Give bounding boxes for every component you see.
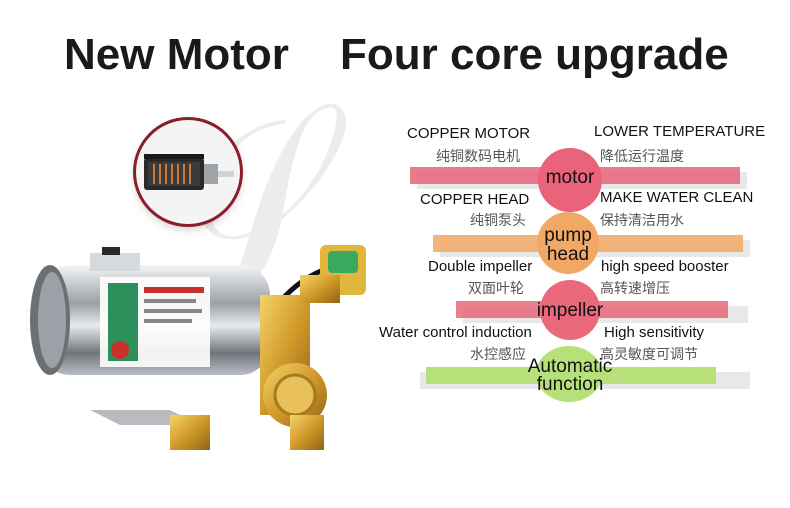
center-label-motor: motor [545, 167, 595, 188]
circle-impeller [540, 280, 600, 340]
title-four-core-upgrade: Four core upgrade [340, 30, 729, 79]
feature-en-right: LOWER TEMPERATURE [594, 123, 766, 140]
feature-en-left: Double impeller [428, 258, 533, 275]
feature-cn-left: 纯铜泵头 [470, 213, 526, 229]
feature-cn-right: 降低运行温度 [600, 149, 684, 165]
feature-cn-right: 保持清洁用水 [600, 213, 684, 229]
center-label-head: head [546, 244, 590, 265]
feature-cn-left: 双面叶轮 [468, 281, 524, 297]
circle-motor [538, 148, 602, 212]
center-label-automatic: Automatic [527, 356, 613, 377]
feature-en-left: COPPER HEAD [420, 191, 530, 208]
feature-en-left: COPPER MOTOR [407, 125, 531, 142]
circle-pump-head [537, 212, 599, 274]
feature-en-right: high speed booster [601, 258, 729, 275]
water-pump-image [20, 225, 380, 465]
feature-cn-right: 高灵敏度可调节 [600, 347, 698, 363]
feature-en-right: MAKE WATER CLEAN [600, 189, 754, 206]
motor-inset-image [136, 120, 240, 224]
center-label-pump: pump [544, 225, 592, 246]
feature-en-left: Water control induction [379, 324, 532, 341]
title-new-motor: New Motor [64, 30, 289, 79]
feature-cn-left: 水控感应 [470, 347, 526, 363]
feature-cn-right: 高转速增压 [600, 281, 670, 297]
circle-automatic [536, 346, 602, 402]
feature-en-right: High sensitivity [604, 324, 705, 341]
feature-cn-left: 纯铜数码电机 [436, 149, 520, 165]
center-label-impeller: impeller [536, 300, 604, 321]
center-label-function: function [536, 374, 604, 395]
